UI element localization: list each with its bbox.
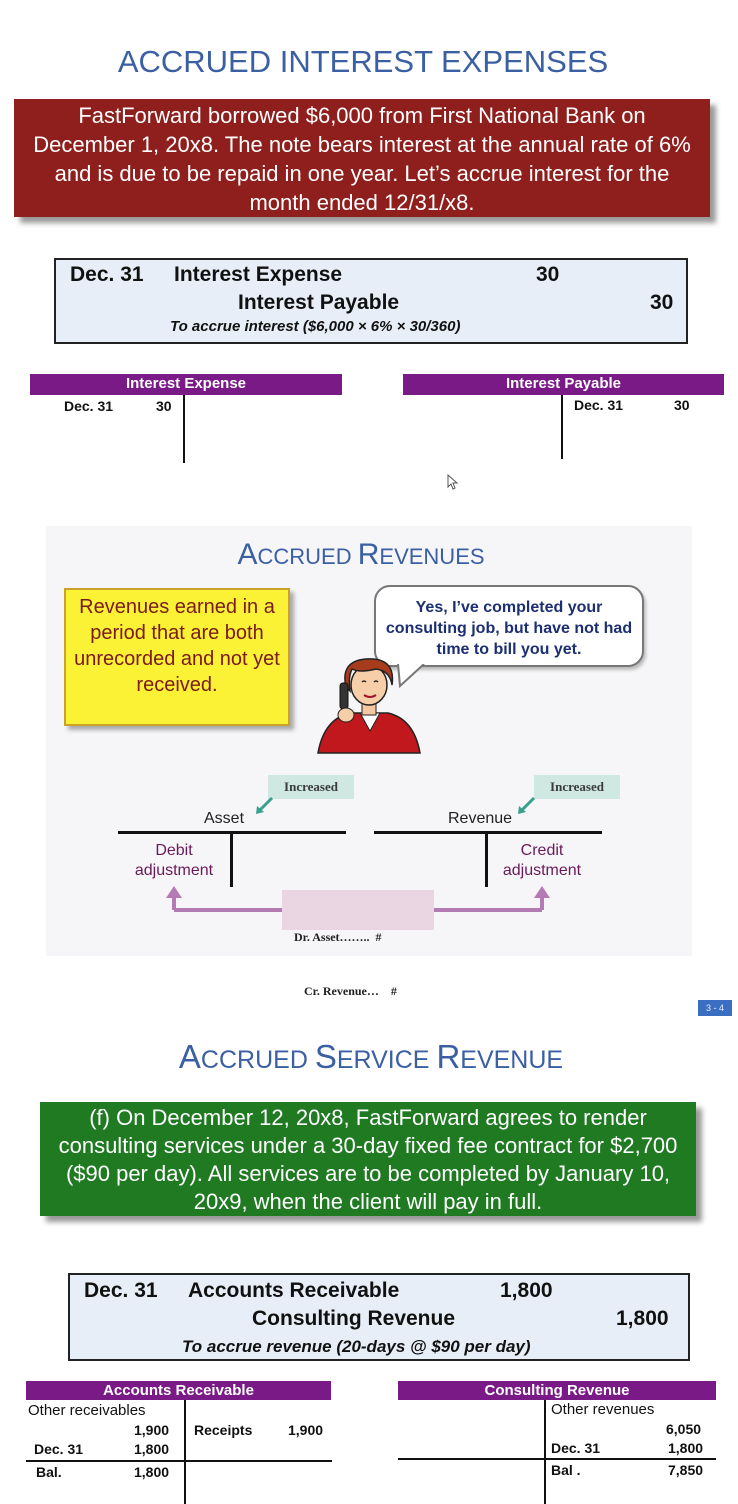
t-account-consulting-revenue-title: Consulting Revenue <box>398 1381 716 1400</box>
revenue-t-top <box>374 831 602 834</box>
title-rest: EVENUE <box>460 1046 564 1074</box>
slide2-title: ACCRUED REVENUES <box>0 538 722 572</box>
ar-t-divider <box>184 1400 186 1504</box>
journal-credit-amount: 1,800 <box>616 1307 669 1330</box>
journal-credit-account: Consulting Revenue <box>252 1307 456 1330</box>
title-rest: ERVICE <box>336 1046 430 1074</box>
speech-bubble: Yes, I’ve completed your consulting job,… <box>374 585 644 667</box>
title-initial: A <box>237 538 258 571</box>
ar-row2-label: Dec. 31 <box>34 1441 84 1457</box>
asset-label: Asset <box>204 810 245 827</box>
entry-line1: Dr. Asset…….. # <box>294 930 382 944</box>
journal-date: Dec. 31 <box>70 263 144 286</box>
revenue-t-divider <box>485 832 488 887</box>
t-right-entry-date: Dec. 31 <box>574 397 624 413</box>
journal-note: To accrue interest ($6,000 × 6% × 30/360… <box>170 318 461 335</box>
debit-adjustment-label: Debit adjustment <box>112 841 236 881</box>
ar-credit-label: Receipts <box>194 1422 253 1438</box>
speech-bubble-tail <box>397 664 425 688</box>
cr-row1-amount: 6,050 <box>666 1421 702 1437</box>
cursor-icon <box>447 474 459 490</box>
journal-date: Dec. 31 <box>84 1279 158 1302</box>
t-left-entry-date: Dec. 31 <box>64 398 114 414</box>
cr-row2-amount: 1,800 <box>668 1440 704 1456</box>
ar-credit-amount: 1,900 <box>288 1422 324 1438</box>
debit-line2: adjustment <box>134 862 214 879</box>
t-right-divider <box>561 395 563 459</box>
slide3-title: ACCRUED SERVICE REVENUE <box>0 1038 738 1076</box>
cr-bal-label: Bal . <box>551 1462 581 1478</box>
cr-bal-amount: 7,850 <box>668 1462 704 1478</box>
slide1-description: FastForward borrowed $6,000 from First N… <box>14 99 710 217</box>
asset-t-divider <box>230 832 233 887</box>
callout-pointer-right <box>518 797 536 814</box>
increased-callout-right: Increased <box>534 775 620 799</box>
journal-debit-amount: 1,800 <box>500 1279 553 1302</box>
ar-row2-amount: 1,800 <box>134 1441 170 1457</box>
ar-bal-label: Bal. <box>36 1464 62 1480</box>
t-left-entry-amount: 30 <box>156 398 172 414</box>
journal-credit-amount: 30 <box>650 291 674 314</box>
title-rest: CCRUED <box>200 1046 308 1074</box>
title-initial: R <box>357 538 380 571</box>
adjusting-entry-box: Dr. Asset…….. # Cr. Revenue… # <box>282 890 434 998</box>
callout-pointer-left <box>256 797 274 814</box>
ar-row1-label: Other receivables <box>28 1402 146 1419</box>
journal-note: To accrue revenue (20-days @ $90 per day… <box>182 1337 531 1356</box>
journal-debit-account: Interest Expense <box>174 263 343 286</box>
t-left-divider <box>183 395 185 463</box>
title-initial: R <box>436 1038 461 1075</box>
title-initial: A <box>178 1038 201 1075</box>
woman-on-phone-icon <box>317 658 421 754</box>
cr-t-divider <box>544 1400 546 1504</box>
slide-number-badge: 3 - 4 <box>698 1000 732 1016</box>
journal-debit-account: Accounts Receivable <box>188 1279 400 1302</box>
t-account-interest-payable-title: Interest Payable <box>403 374 724 395</box>
slide3-journal-entry: Dec. 31 Accounts Receivable 1,800 Consul… <box>68 1273 690 1361</box>
ar-balance-rule <box>26 1460 332 1462</box>
credit-line1: Credit <box>520 842 564 859</box>
slide3-description: (f) On December 12, 20x8, FastForward ag… <box>40 1102 696 1216</box>
definition-box: Revenues earned in a period that are bot… <box>64 588 290 726</box>
ar-row1-amount: 1,900 <box>134 1422 170 1438</box>
t-right-entry-amount: 30 <box>674 397 690 413</box>
t-account-accounts-receivable-title: Accounts Receivable <box>26 1381 331 1400</box>
cr-balance-rule <box>398 1458 716 1460</box>
journal-credit-account: Interest Payable <box>238 291 400 314</box>
revenue-label: Revenue <box>448 810 513 827</box>
adjustment-arrows <box>166 886 550 912</box>
journal-debit-amount: 30 <box>536 263 560 286</box>
ar-bal-amount: 1,800 <box>134 1464 170 1480</box>
title-rest: CCRUED <box>257 544 352 569</box>
increased-callout-left: Increased <box>268 775 354 799</box>
slide1-title: ACCRUED INTEREST EXPENSES <box>117 44 609 79</box>
t-account-interest-expense-title: Interest Expense <box>30 374 342 395</box>
credit-line2: adjustment <box>502 862 582 879</box>
debit-line1: Debit <box>155 842 193 859</box>
cr-row1-label: Other revenues <box>551 1401 655 1418</box>
title-rest: EVENUES <box>379 544 485 569</box>
entry-line2: Cr. Revenue… # <box>304 984 397 998</box>
slide1-journal-entry: Dec. 31 Interest Expense 30 Interest Pay… <box>54 258 688 344</box>
credit-adjustment-label: Credit adjustment <box>480 841 604 881</box>
title-initial: S <box>314 1038 337 1075</box>
cr-row2-label: Dec. 31 <box>551 1440 601 1456</box>
